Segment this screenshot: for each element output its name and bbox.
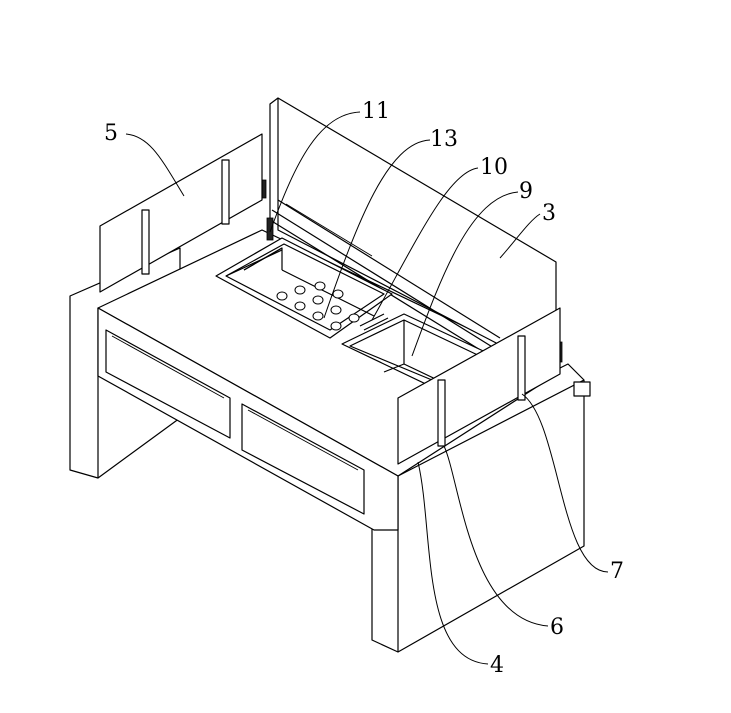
label-5: 5	[104, 121, 118, 146]
label-13: 13	[430, 127, 458, 152]
leader-10	[371, 167, 479, 321]
hole	[348, 313, 360, 323]
leader-7	[521, 393, 609, 573]
basket-holes	[276, 281, 360, 331]
label-11: 11	[362, 99, 390, 124]
left-board-post-b	[221, 159, 230, 225]
apron-opening-right	[241, 403, 365, 515]
left-side-board	[99, 133, 263, 293]
label-7: 7	[610, 559, 624, 584]
label-9: 9	[519, 179, 533, 204]
right-board-post-a	[437, 379, 446, 447]
knob	[573, 381, 591, 397]
hole	[312, 311, 324, 321]
leader-6	[443, 445, 549, 627]
reference-numerals: 5 11 13 10 9 3 7 6 4	[104, 99, 624, 678]
label-3: 3	[542, 201, 556, 226]
hole	[314, 281, 326, 291]
right-side-board	[397, 307, 561, 465]
hole	[330, 321, 342, 331]
label-6: 6	[550, 615, 564, 640]
leader-11	[269, 111, 361, 233]
leader-lines	[125, 111, 609, 665]
label-4: 4	[490, 653, 504, 678]
hole	[294, 301, 306, 311]
leader-4	[417, 461, 489, 665]
front-apron	[97, 307, 399, 531]
apron-opening-left	[105, 329, 231, 439]
hinge-body	[266, 217, 274, 241]
hole	[332, 289, 344, 299]
hole	[312, 295, 324, 305]
leader-5	[125, 133, 185, 197]
leader-13	[323, 139, 431, 319]
right-board-post-b	[517, 335, 526, 401]
strainer-basket	[215, 237, 393, 339]
hole	[276, 291, 288, 301]
hole	[294, 285, 306, 295]
right-leg-top-edge	[397, 379, 585, 477]
left-board-post-a	[141, 209, 150, 275]
leader-3	[499, 213, 541, 259]
label-10: 10	[480, 155, 508, 180]
hole	[330, 305, 342, 315]
leader-9	[411, 191, 519, 357]
